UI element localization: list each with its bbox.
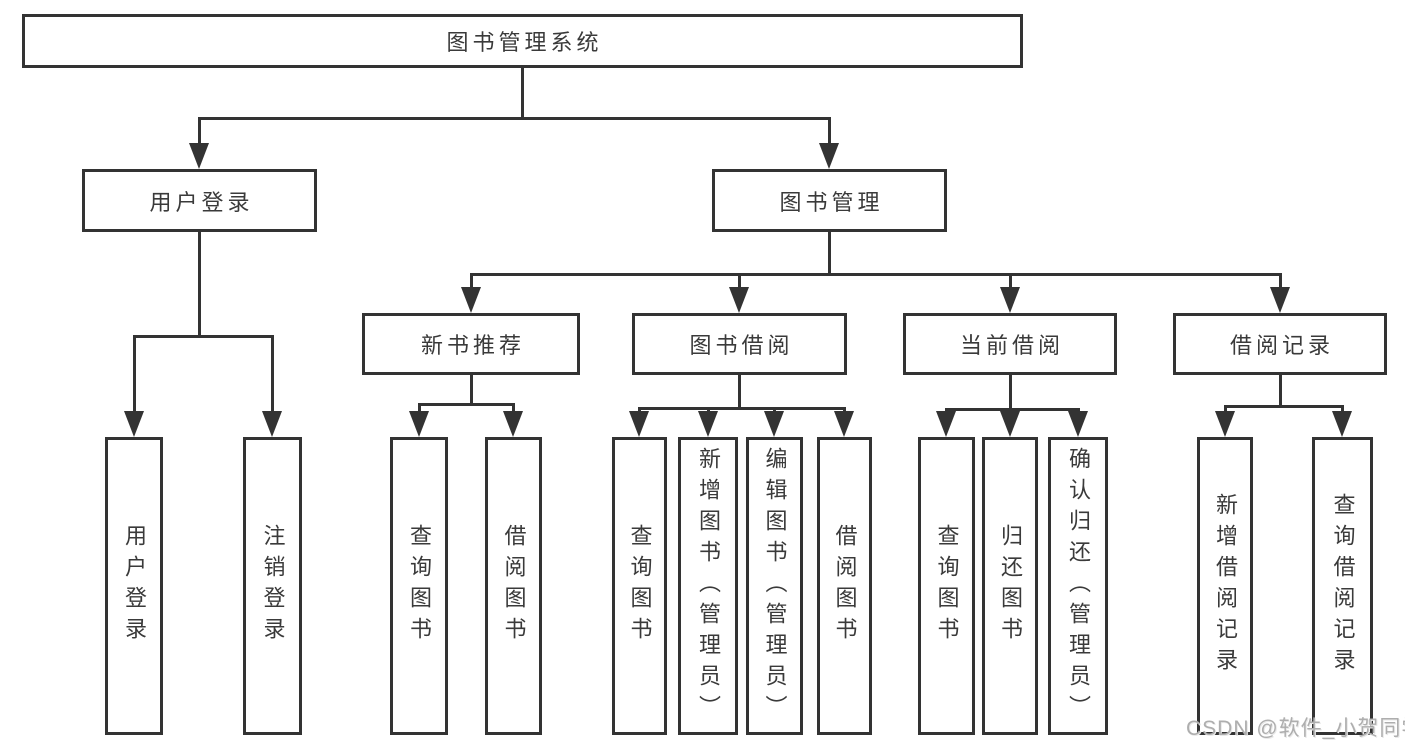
connector-line (827, 117, 831, 149)
connector-line (737, 375, 741, 410)
node-user-login-group: 用户登录 (82, 169, 317, 232)
connector-line (1278, 375, 1282, 408)
node-label-query-borrow-record: 查询借阅记录 (1330, 493, 1356, 679)
node-label-logout: 注销登录 (260, 524, 286, 648)
arrowhead-down-icon (834, 411, 854, 437)
node-library-system: 图书管理系统 (22, 14, 1023, 68)
arrowhead-down-icon (409, 411, 429, 437)
csdn-watermark: CSDN @软件_小贺同学 (1186, 717, 1405, 740)
node-add-book-admin: 新增图书（管理员） (678, 437, 738, 735)
connector-line (270, 335, 274, 417)
node-label-borrow-book-leaf: 借阅图书 (832, 524, 858, 648)
node-new-book-recommend: 新书推荐 (362, 313, 580, 375)
node-borrow-records: 借阅记录 (1173, 313, 1387, 375)
connector-line (417, 403, 515, 406)
node-query-book-recommend: 查询图书 (390, 437, 448, 735)
node-edit-book-admin: 编辑图书（管理员） (746, 437, 803, 735)
node-label-add-book-admin: 新增图书（管理员） (696, 446, 721, 726)
arrowhead-down-icon (461, 287, 481, 313)
node-book-borrow: 图书借阅 (632, 313, 847, 375)
arrowhead-down-icon (262, 411, 282, 437)
connector-line (1008, 375, 1012, 411)
arrowhead-down-icon (698, 411, 718, 437)
arrowhead-down-icon (503, 411, 523, 437)
node-label-return-book: 归还图书 (998, 524, 1023, 648)
connector-line (132, 335, 136, 417)
node-user-login-leaf: 用户登录 (105, 437, 163, 735)
node-book-management: 图书管理 (712, 169, 947, 232)
connector-line (827, 232, 831, 276)
arrowhead-down-icon (1000, 411, 1020, 437)
arrowhead-down-icon (1215, 411, 1235, 437)
connector-line (520, 68, 524, 120)
arrowhead-down-icon (189, 143, 209, 169)
node-query-book-current: 查询图书 (918, 437, 975, 735)
node-label-query-book-borrow: 查询图书 (627, 524, 653, 648)
node-label-book-management: 图书管理 (779, 189, 884, 215)
arrowhead-down-icon (819, 143, 839, 169)
connector-line (737, 273, 741, 293)
node-label-query-book-recommend: 查询图书 (407, 524, 432, 648)
connector-line (1008, 273, 1012, 293)
connector-line (132, 335, 274, 338)
node-label-book-borrow: 图书借阅 (689, 333, 794, 358)
node-label-edit-book-admin: 编辑图书（管理员） (762, 446, 788, 726)
node-return-book: 归还图书 (982, 437, 1038, 735)
arrowhead-down-icon (936, 411, 956, 437)
node-label-library-system: 图书管理系统 (446, 30, 603, 55)
arrowhead-down-icon (1270, 287, 1290, 313)
node-label-current-borrow: 当前借阅 (959, 333, 1064, 358)
arrowhead-down-icon (729, 287, 749, 313)
connector-line (469, 375, 473, 406)
node-current-borrow: 当前借阅 (903, 313, 1117, 375)
node-label-user-login-group: 用户登录 (149, 189, 254, 215)
connector-line (197, 232, 201, 338)
connector-line (469, 273, 473, 293)
arrowhead-down-icon (1000, 287, 1020, 313)
connector-line (417, 403, 421, 417)
node-confirm-return-admin: 确认归还（管理员） (1048, 437, 1108, 735)
connector-line (1278, 273, 1282, 293)
node-label-borrow-book-recommend: 借阅图书 (501, 524, 527, 648)
arrowhead-down-icon (1332, 411, 1352, 437)
node-borrow-book-recommend: 借阅图书 (485, 437, 542, 735)
node-label-confirm-return-admin: 确认归还（管理员） (1066, 446, 1091, 726)
node-label-add-borrow-record: 新增借阅记录 (1213, 493, 1238, 679)
connector-line (1223, 405, 1344, 408)
connector-line (944, 408, 1080, 411)
arrowhead-down-icon (124, 411, 144, 437)
node-label-query-book-current: 查询图书 (934, 524, 960, 648)
node-query-borrow-record: 查询借阅记录 (1312, 437, 1373, 735)
arrowhead-down-icon (764, 411, 784, 437)
connector-line (511, 403, 515, 417)
node-label-new-book-recommend: 新书推荐 (420, 333, 525, 358)
node-borrow-book-leaf: 借阅图书 (817, 437, 872, 735)
connector-line (197, 117, 201, 149)
node-add-borrow-record: 新增借阅记录 (1197, 437, 1253, 735)
node-label-user-login-leaf: 用户登录 (122, 524, 147, 648)
node-query-book-borrow: 查询图书 (612, 437, 667, 735)
connector-line (637, 407, 846, 410)
arrowhead-down-icon (1068, 411, 1088, 437)
connector-line (469, 273, 1282, 276)
node-label-borrow-records: 借阅记录 (1229, 333, 1334, 358)
connector-line (197, 117, 831, 120)
node-logout: 注销登录 (243, 437, 302, 735)
arrowhead-down-icon (629, 411, 649, 437)
